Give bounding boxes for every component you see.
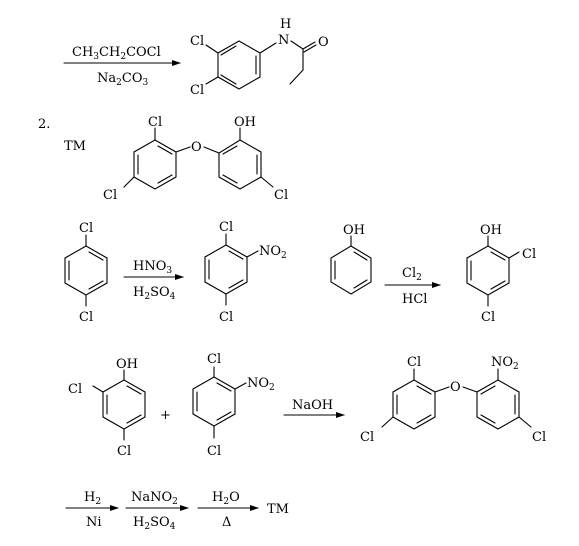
ether-cl-b: Cl — [360, 430, 374, 445]
coupling-arrow — [283, 412, 345, 418]
final-s1-top: H2 — [84, 490, 101, 507]
step1-arrow — [63, 60, 181, 66]
ether-o: O — [450, 380, 461, 395]
final-tm: TM — [267, 502, 289, 517]
route-b-start-oh: OH — [343, 223, 365, 238]
step1-carbonyl-o: O — [318, 35, 329, 50]
route-a-reagent-bottom: H2SO4 — [133, 285, 176, 302]
route-a-product-cl-bottom: Cl — [219, 310, 233, 325]
benzene-ring-icon — [392, 379, 436, 430]
final-s3-top: H2O — [212, 490, 240, 507]
final-s2-top: NaNO2 — [131, 490, 178, 507]
final-arrow-2 — [125, 505, 189, 511]
benzene-ring-icon — [476, 379, 520, 430]
coupling-nitro-no2: NO2 — [247, 376, 275, 393]
benzene-ring-icon — [466, 245, 510, 296]
coupling-reagent: NaOH — [292, 398, 333, 413]
route-a-start-cl-bottom: Cl — [79, 310, 93, 325]
final-s3-bottom: Δ — [222, 515, 231, 530]
p-dichlorobenzene — [64, 234, 108, 307]
ether-no2: NO2 — [491, 355, 519, 372]
route-a-product-no2: NO2 — [259, 244, 287, 261]
benzene-ring-icon — [204, 244, 248, 295]
tm-cl-a: Cl — [148, 115, 162, 130]
tm-cl-c: Cl — [274, 188, 288, 203]
step1-cl-top: Cl — [190, 34, 204, 49]
benzene-ring-icon — [330, 245, 372, 295]
final-arrow-3 — [197, 505, 259, 511]
tm-o-bridge: O — [191, 140, 202, 155]
route-b-product-oh: OH — [480, 223, 502, 238]
step1-nh-h: H — [280, 17, 291, 32]
section-number: 2. — [38, 117, 50, 132]
coupling-nitro-cl-bottom: Cl — [207, 444, 221, 459]
benzene-ring-icon — [102, 379, 146, 430]
step1-cl-bottom: Cl — [190, 83, 204, 98]
coupling-phenol-oh: OH — [116, 357, 138, 372]
route-a-arrow — [123, 274, 184, 280]
route-a-product-cl-top: Cl — [219, 220, 233, 235]
plus-sign: + — [160, 408, 171, 423]
phenol — [330, 235, 372, 295]
route-b-arrow — [384, 282, 441, 288]
benzene-ring-icon — [217, 40, 261, 90]
target-molecule — [123, 127, 274, 190]
tm-oh: OH — [234, 115, 256, 130]
final-arrow-1 — [65, 505, 119, 511]
step1-product-anilide — [205, 40, 317, 90]
benzene-ring-icon — [133, 139, 177, 190]
coupling-phenol-cl-ortho: Cl — [68, 382, 82, 397]
ether-cl-a: Cl — [407, 355, 421, 370]
route-b-product-cl-para: Cl — [481, 310, 495, 325]
route-a-reagent-top: HNO3 — [133, 259, 172, 276]
route-a-start-cl-top: Cl — [79, 221, 93, 236]
final-s1-bottom: Ni — [86, 515, 102, 530]
tm-cl-b: Cl — [103, 188, 117, 203]
tm-label: TM — [64, 139, 86, 154]
coupling-nitro-cl-top: Cl — [207, 352, 221, 367]
benzene-ring-icon — [192, 376, 236, 427]
route-b-reagent-top: Cl2 — [402, 266, 422, 283]
coupling-phenol — [92, 369, 146, 441]
ether-cl-c: Cl — [532, 430, 546, 445]
diaryl-ether-product — [381, 368, 532, 430]
dichlorophenol-product — [466, 235, 520, 307]
step1-reagent-bottom: Na2CO3 — [97, 71, 148, 88]
route-b-product-cl-ortho: Cl — [522, 247, 536, 262]
coupling-phenol-cl-para: Cl — [117, 444, 131, 459]
route-b-reagent-bottom: HCl — [402, 292, 427, 307]
chloronitrobenzene-product — [204, 233, 259, 306]
step1-reagent-top: CH3CH2COCl — [72, 45, 161, 62]
coupling-nitroarene — [192, 366, 247, 439]
final-s2-bottom: H2SO4 — [133, 515, 176, 532]
benzene-ring-icon — [64, 245, 108, 296]
benzene-ring-icon — [218, 139, 262, 190]
step1-n: N — [278, 33, 289, 48]
